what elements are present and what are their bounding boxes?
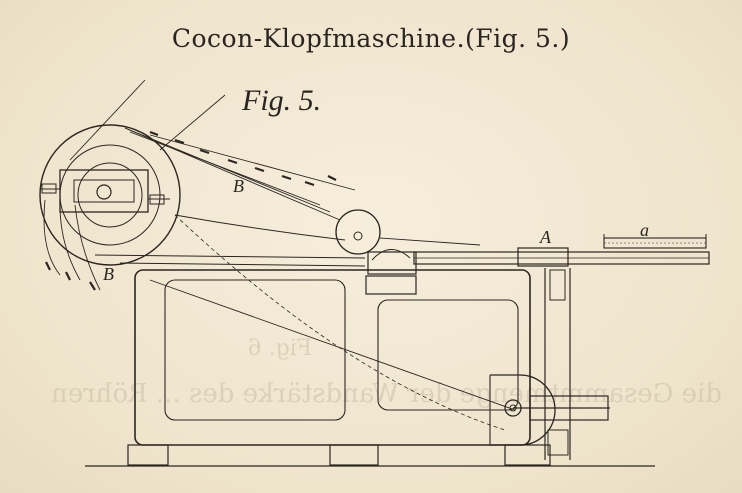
figure-label: Fig. 5. [242,84,322,117]
lower-drum [489,268,610,460]
filament-dashes [45,130,337,291]
bleed-through-text: die Gesammtmenge der Wandstärke des ... … [51,336,722,409]
bleed-through-line-1: die Gesammtmenge der Wandstärke des ... … [51,379,722,409]
machine-frame [85,214,655,467]
label-tray-a: a [640,220,649,240]
label-table-a: A [539,227,552,247]
label-reel-b-upper: B [233,176,244,196]
table [94,234,710,267]
small-roller [335,209,481,255]
bleed-through-line-2: Fig. 6 [248,336,312,361]
plate-title: Cocon-Klopfmaschine.(Fig. 5.) [171,24,571,53]
beater-block [365,249,417,295]
large-reel [39,124,181,266]
label-reel-b-lower: B [103,264,114,284]
thread-lines [43,79,356,291]
